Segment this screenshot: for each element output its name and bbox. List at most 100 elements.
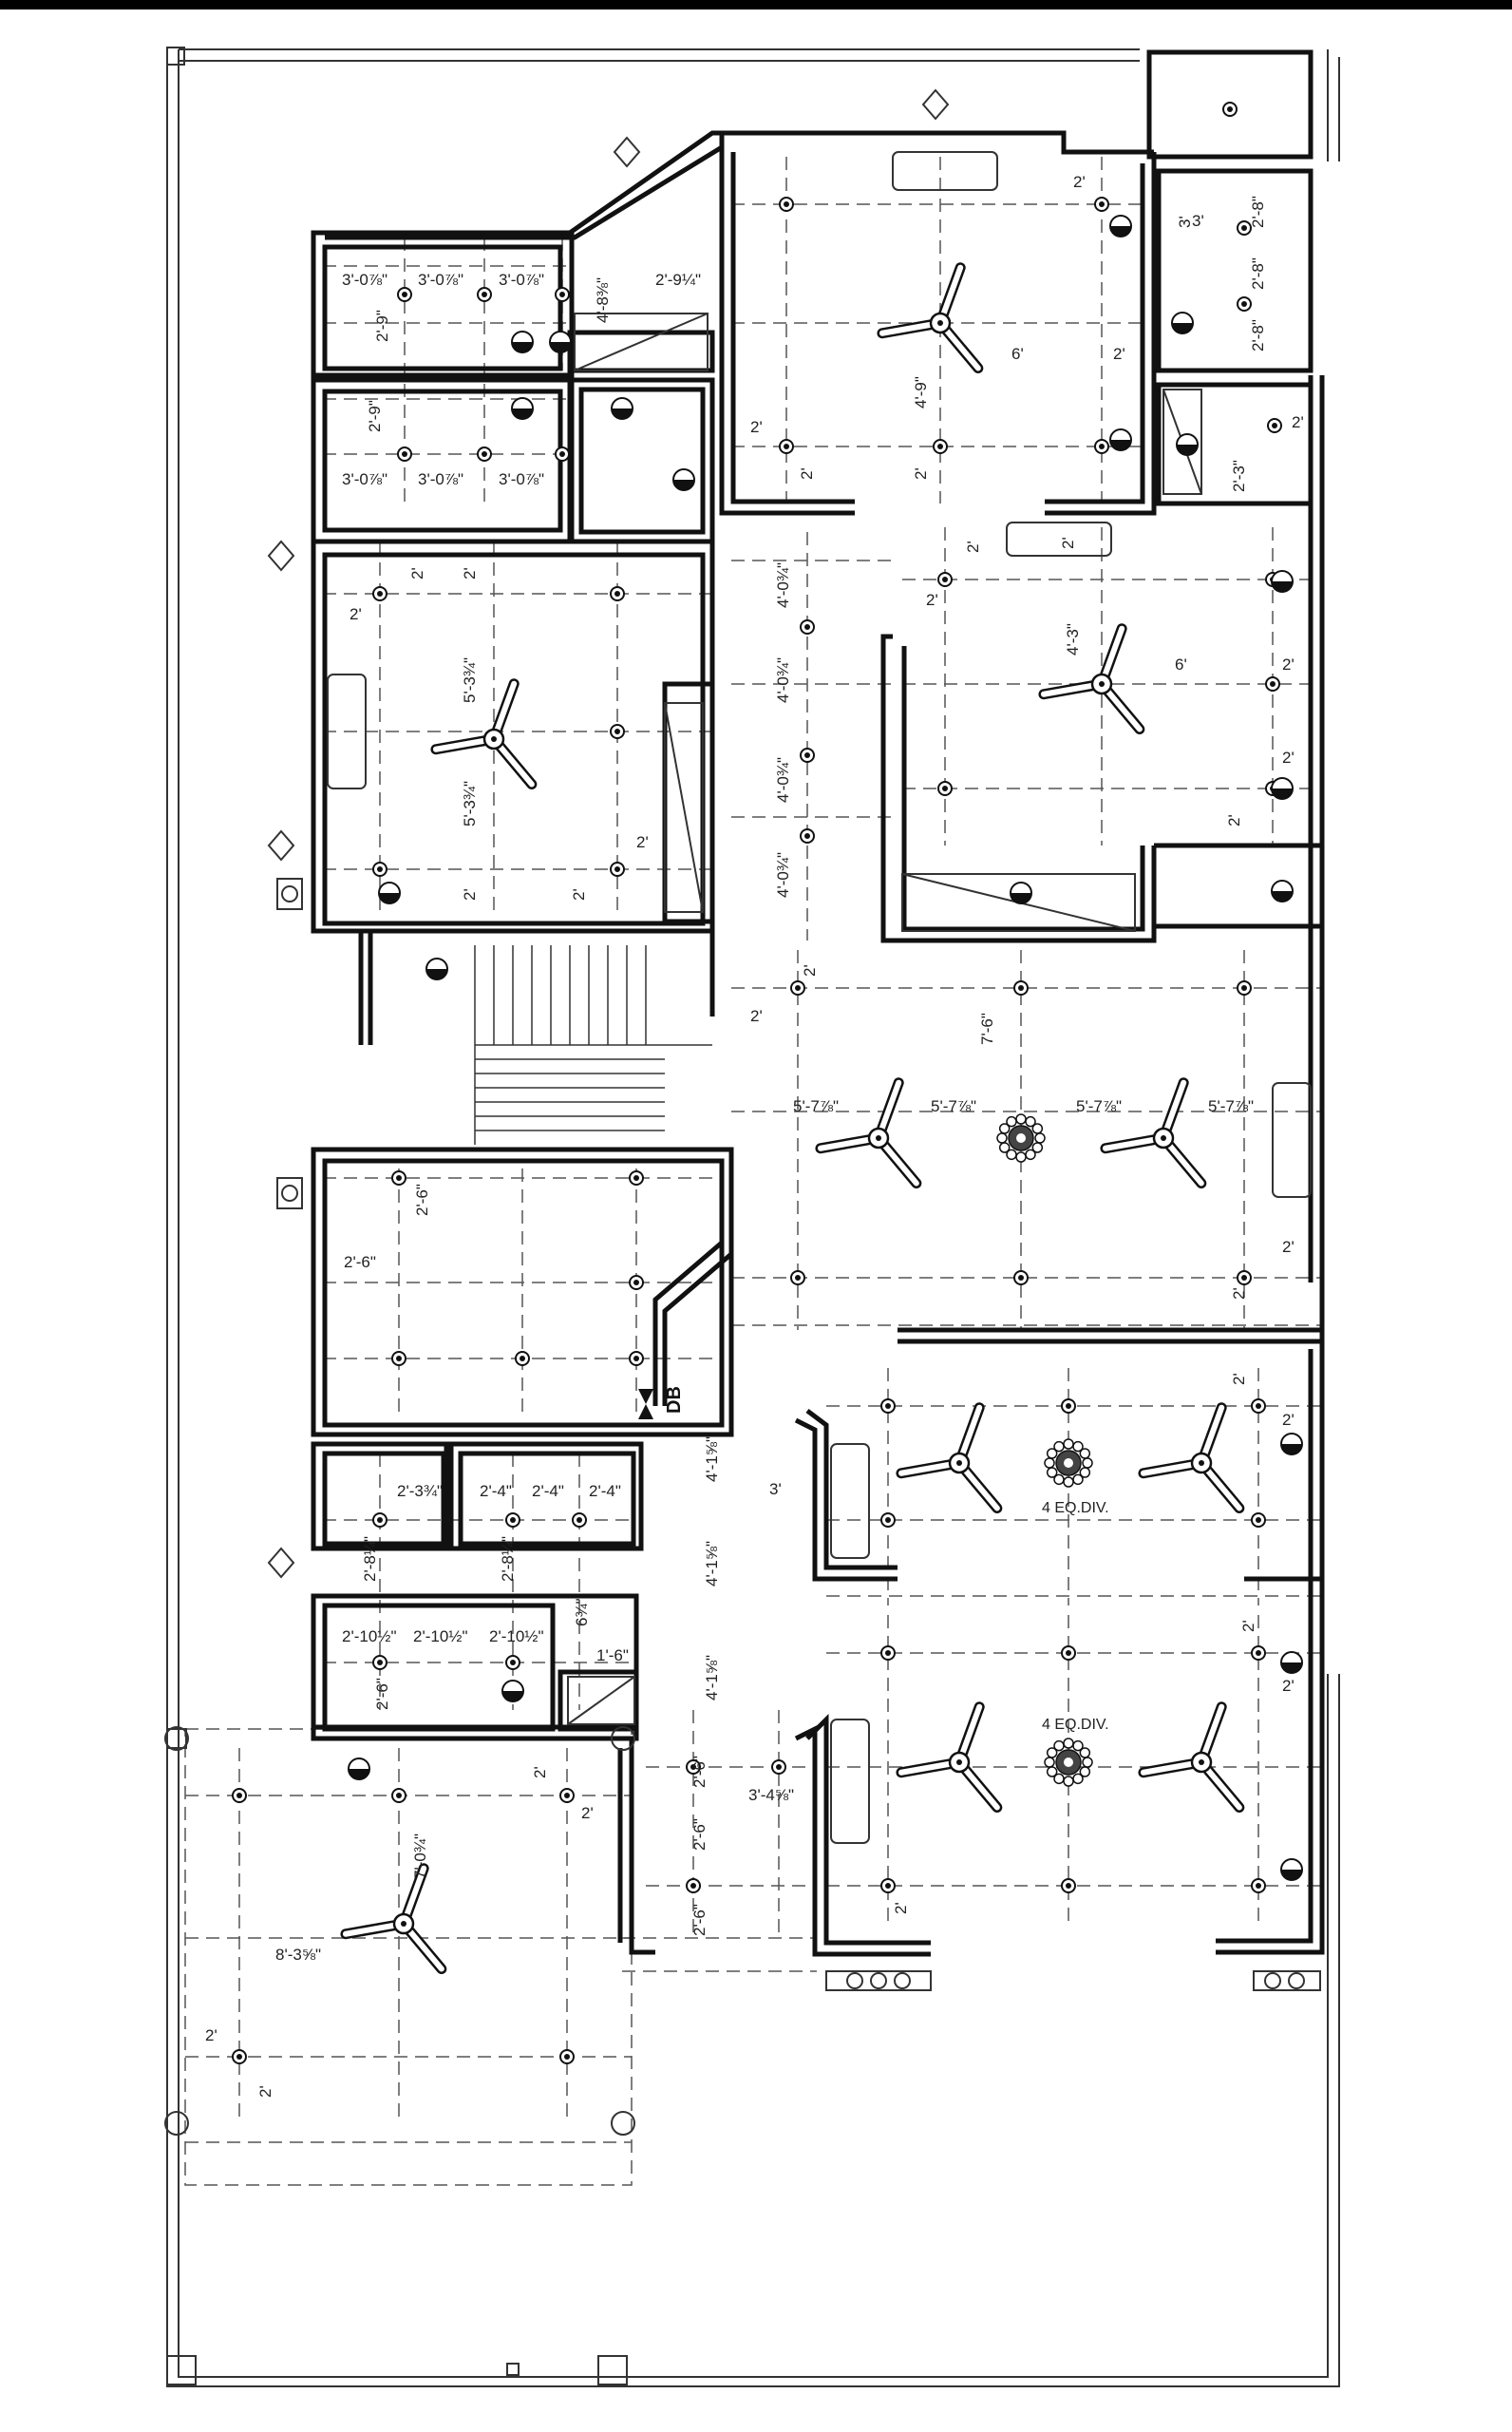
light-point-icon: [391, 1170, 406, 1186]
dimension-label: 5'-7⅞": [1076, 1097, 1122, 1115]
wall-light-icon: [1109, 428, 1132, 451]
ceiling-fan-icon: [896, 1402, 1003, 1513]
dimension-label: 2': [1230, 1287, 1248, 1300]
dimension-label: 3'-0⅞": [342, 470, 387, 488]
dimension-label: 4'-8⅜": [594, 277, 612, 323]
wall-light-icon: [611, 397, 633, 420]
dimension-label: 2'-4": [589, 1482, 621, 1500]
dimension-label: 4'-0¾": [774, 852, 792, 898]
light-point-icon: [610, 862, 625, 877]
light-point-icon: [505, 1655, 520, 1670]
dimension-label: 2': [1282, 1238, 1295, 1256]
light-point-icon: [686, 1878, 701, 1893]
light-point-icon: [1061, 1645, 1076, 1661]
dimension-label: 2'-3": [1230, 460, 1248, 492]
dimension-label: 4'-1⅝": [703, 1541, 721, 1586]
light-point-icon: [880, 1398, 896, 1414]
dimension-label: 3'-0⅞": [499, 271, 544, 289]
light-point-icon: [505, 1512, 520, 1528]
light-point-icon: [629, 1275, 644, 1290]
light-point-icon: [880, 1878, 896, 1893]
dimension-label: 2': [1113, 345, 1125, 363]
dimension-label: 2': [912, 467, 930, 480]
light-point-icon: [1013, 1270, 1029, 1285]
dimension-label: 2': [1239, 1620, 1257, 1632]
dimension-labels: 3'-0⅞"3'-0⅞"3'-0⅞"2'-9¼"4'-8⅜"2'-9"2'-9"…: [205, 173, 1304, 2098]
light-point-icon: [1237, 220, 1252, 236]
light-point-icon: [610, 586, 625, 601]
sheet-top-border: [0, 0, 1512, 10]
light-point-icon: [800, 828, 815, 844]
dimension-label: 2'-9": [373, 310, 391, 342]
dimension-label: 3'-0⅞": [342, 271, 387, 289]
dimension-label: 5'-3¾": [461, 781, 479, 826]
division-note-2: 4 EQ.DIV.: [1042, 1717, 1109, 1733]
dimension-label: 2'-6": [690, 1756, 709, 1788]
light-point-icon: [1094, 197, 1109, 212]
dimension-label: 2'-6": [344, 1253, 376, 1271]
dimension-label: 2': [1059, 537, 1077, 549]
dimension-label: 3': [1192, 212, 1204, 230]
dimension-label: 2'-6": [413, 1184, 431, 1216]
dimension-label: 2': [964, 541, 982, 553]
dimension-label: 2': [926, 591, 938, 609]
ceiling-fan-icon: [896, 1701, 1003, 1813]
light-point-icon: [771, 1759, 786, 1775]
light-point-icon: [391, 1788, 406, 1803]
dimension-label: 4'-1⅝": [703, 1655, 721, 1700]
dimension-label: 4'-9": [912, 376, 930, 408]
light-point-icon: [629, 1170, 644, 1186]
dimension-label: 4'-1⅝": [703, 1436, 721, 1482]
dimension-label: 2': [892, 1902, 910, 1914]
dimension-label: 2': [350, 605, 362, 623]
light-point-icon: [790, 1270, 805, 1285]
light-point-icon: [1251, 1398, 1266, 1414]
ceiling-fan-icon: [877, 262, 984, 373]
light-point-icon: [515, 1351, 530, 1366]
dimension-label: 2': [1282, 1411, 1295, 1429]
dimension-label: 2': [205, 2026, 217, 2044]
light-point-icon: [1094, 439, 1109, 454]
dimension-label: 2': [461, 888, 479, 901]
light-point-icon: [629, 1351, 644, 1366]
light-point-icon: [937, 781, 953, 796]
light-point-icon: [937, 572, 953, 587]
dimension-label: 2': [1282, 749, 1295, 767]
wall-light-icon: [1171, 312, 1194, 334]
dimension-label: 2'-6": [690, 1818, 709, 1851]
dimension-label: 1'-6": [596, 1646, 629, 1664]
light-point-icon: [372, 1512, 387, 1528]
light-point-icon: [1237, 1270, 1252, 1285]
wall-light-icon: [511, 331, 534, 353]
wall-light-icon: [425, 958, 448, 980]
light-point-icon: [372, 586, 387, 601]
dimension-label: 4'-3": [1064, 623, 1082, 656]
light-point-icon: [559, 2049, 575, 2064]
light-point-icon: [686, 1759, 701, 1775]
light-point-icon: [372, 862, 387, 877]
wall-light-icon: [1010, 882, 1032, 904]
light-point-icon: [372, 1655, 387, 1670]
plot-boundary: [166, 47, 1340, 2387]
dimension-label: 2': [798, 467, 816, 480]
dimension-label: 3': [1176, 216, 1194, 228]
dimension-label: 6': [1011, 345, 1024, 363]
light-point-icon: [397, 446, 412, 462]
dimension-label: 5'-7⅞": [1208, 1097, 1254, 1115]
light-point-icon: [232, 1788, 247, 1803]
light-points: [232, 102, 1282, 2064]
chandelier-icon: [996, 1113, 1046, 1163]
dimension-label: 2'-10½": [489, 1627, 543, 1645]
dimension-label: 2'-8": [1249, 257, 1267, 290]
dimension-label: 2'-8¼": [361, 1536, 379, 1582]
dimension-label: 2'-9¼": [655, 271, 701, 289]
light-point-icon: [800, 748, 815, 763]
dimension-label: 2': [1292, 413, 1304, 431]
light-point-icon: [477, 446, 492, 462]
ceiling-fan-icon: [430, 678, 538, 789]
dimension-label: 5'-7⅞": [793, 1097, 839, 1115]
dimension-label: 2'-4": [532, 1482, 564, 1500]
ceiling-fans: [340, 262, 1245, 1974]
dimension-label: 2': [1225, 814, 1243, 826]
